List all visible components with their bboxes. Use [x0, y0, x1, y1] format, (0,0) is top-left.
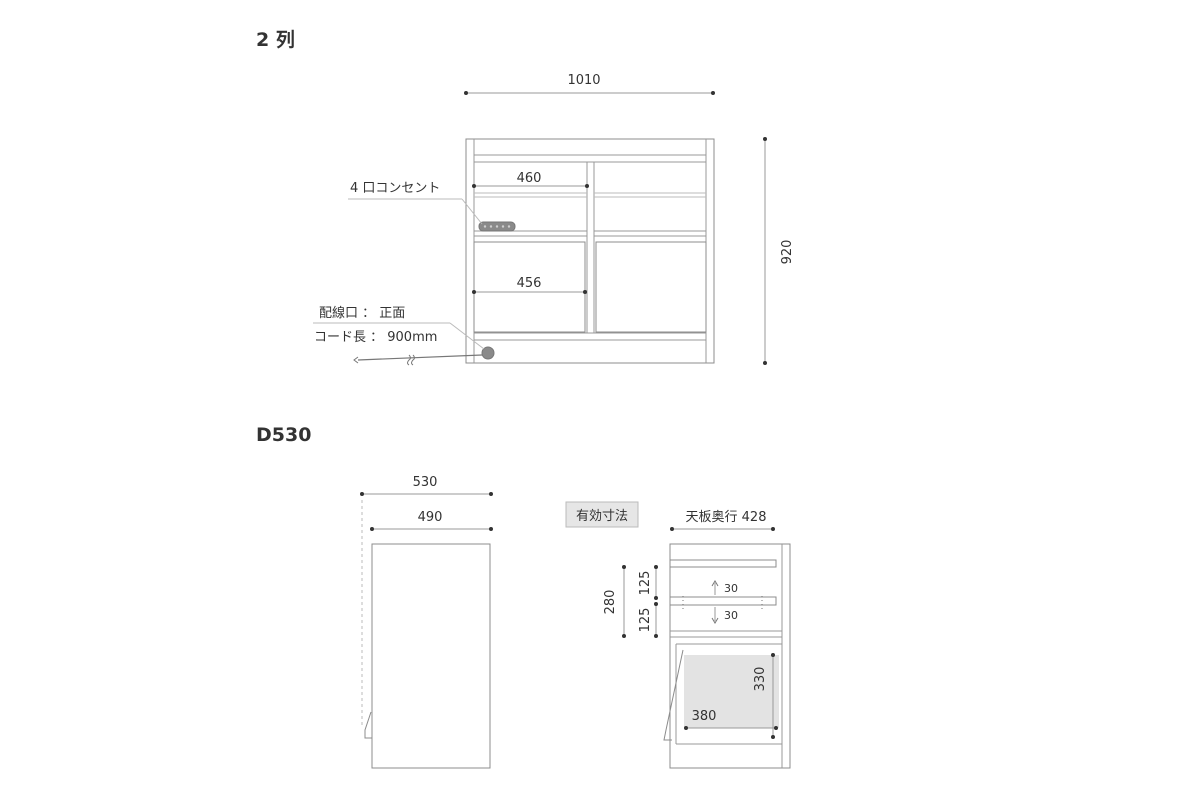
- overall-height-dimension: 920: [763, 137, 795, 365]
- section-title-depth: D530: [256, 424, 311, 446]
- lower-inner-width-label: 456: [517, 276, 542, 291]
- lower-inner-width-dimension: 456: [472, 276, 587, 294]
- outer-depth-label: 530: [413, 475, 438, 490]
- shelf-adjust-markers: 30 30: [682, 580, 763, 624]
- overall-width-label: 1010: [567, 73, 600, 88]
- shelf-height-label: 280: [603, 590, 618, 615]
- cabinet-front-frame: [465, 138, 715, 364]
- body-depth-label: 490: [418, 510, 443, 525]
- shelf-upper-label: 125: [638, 571, 653, 596]
- top-depth-label: 天板奥行 428: [686, 510, 767, 525]
- drawer-width-dimension: 380: [684, 709, 778, 730]
- shelf-lower-label: 125: [638, 608, 653, 633]
- drawer-height-label: 330: [753, 667, 768, 692]
- adjust-down-label: 30: [724, 609, 738, 622]
- overall-height-label: 920: [780, 240, 795, 265]
- side-view: 530 490: [360, 475, 493, 769]
- front-view: 1010 920: [313, 73, 795, 366]
- body-depth-dimension: 490: [370, 510, 493, 531]
- outlet-label: 4 口コンセント: [350, 181, 440, 196]
- cabinet-side-panel: [361, 500, 491, 769]
- cabinet-section: [663, 543, 791, 769]
- effective-dimensions: 有効寸法 天板奥行 428: [565, 501, 791, 769]
- upper-inner-width-dimension: 460: [472, 171, 589, 188]
- section-title-two-column: 2 列: [256, 29, 295, 51]
- top-depth-dimension: 天板奥行 428: [670, 510, 775, 531]
- shelf-height-dimension: 280: [603, 565, 626, 638]
- wiring-port: [353, 346, 495, 366]
- wiring-port-label: 配線口 ： 正面: [319, 305, 405, 321]
- drawer-width-label: 380: [692, 709, 717, 724]
- outlet-callout: 4 口コンセント: [348, 181, 483, 225]
- shelf-split-dimension: 125 125: [638, 565, 658, 638]
- drawer-height-dimension: 330: [753, 653, 775, 739]
- badge-label: 有効寸法: [576, 509, 628, 524]
- effective-dimensions-badge: 有効寸法: [565, 501, 639, 528]
- adjust-up-label: 30: [724, 582, 738, 595]
- wiring-callout: 配線口 ： 正面 コード長 ： 900mm: [313, 305, 485, 350]
- overall-width-dimension: 1010: [464, 73, 715, 95]
- power-outlet: [478, 221, 516, 232]
- cord-length-label: コード長 ： 900mm: [314, 330, 437, 345]
- upper-inner-width-label: 460: [517, 171, 542, 186]
- outer-depth-dimension: 530: [360, 475, 493, 496]
